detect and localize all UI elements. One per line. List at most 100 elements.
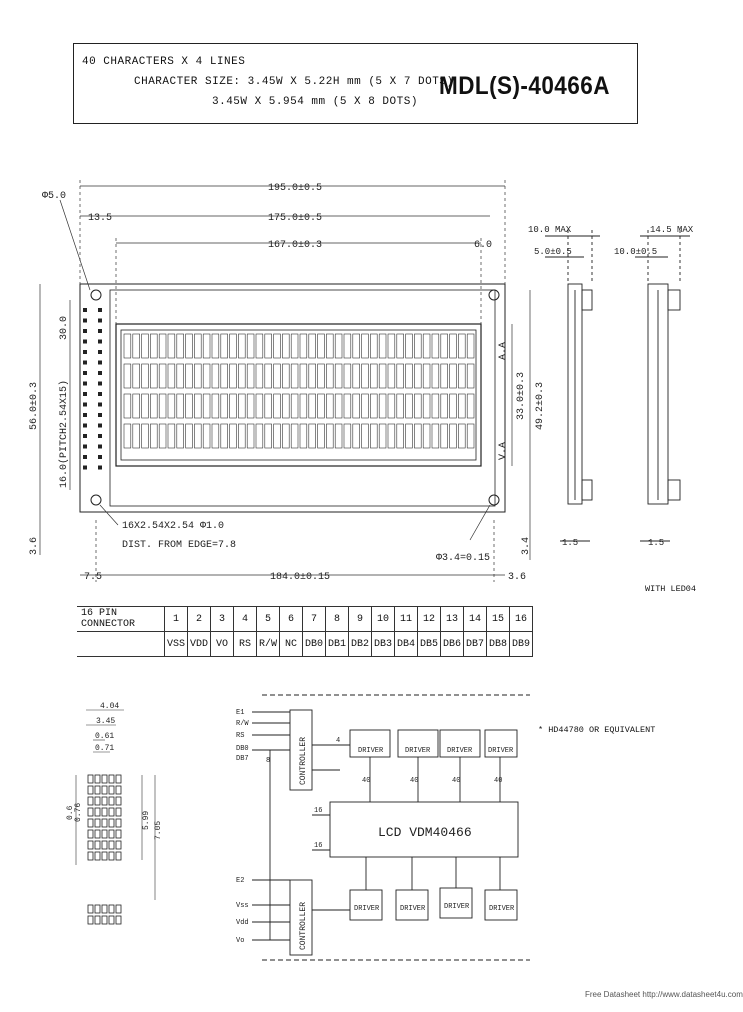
character-cell xyxy=(396,363,404,389)
bus-count-40: 40 xyxy=(494,777,502,785)
input-rw: R/W xyxy=(236,720,249,728)
pin-number: 10 xyxy=(371,606,395,632)
cursor-dot-cell xyxy=(108,915,115,925)
character-cell xyxy=(361,363,369,389)
note-edge: DIST. FROM EDGE=7.8 xyxy=(122,540,236,551)
character-cell xyxy=(264,423,272,449)
character-cell xyxy=(273,363,281,389)
dot-cell xyxy=(108,851,115,861)
spec-lines: 40 CHARACTERS X 4 LINES xyxy=(82,56,246,68)
input-db7: DB7 xyxy=(236,755,249,763)
bus-count-16b: 16 xyxy=(314,842,322,850)
pin-dot xyxy=(83,444,87,449)
character-cell xyxy=(361,423,369,449)
bus-width: 8 xyxy=(266,757,270,765)
dim-hole-pitch: 184.0±0.15 xyxy=(270,572,330,583)
dot-cell xyxy=(115,840,122,850)
character-cell xyxy=(150,333,158,359)
character-cell xyxy=(352,423,360,449)
character-cell xyxy=(396,423,404,449)
character-cell xyxy=(378,423,387,449)
source-credit: Free Datasheet http://www.datasheet4u.co… xyxy=(585,990,743,999)
pin-number: 7 xyxy=(302,606,326,632)
input-vdd: Vdd xyxy=(236,919,249,927)
pin-number: 16 xyxy=(509,606,533,632)
character-cell xyxy=(273,333,281,359)
pin-dot xyxy=(83,392,87,396)
controller-bottom xyxy=(289,879,313,956)
pin-name: DB9 xyxy=(509,631,533,657)
dim-overall-width: 195.0±0.5 xyxy=(268,183,322,194)
character-cell xyxy=(449,423,457,449)
character-cell xyxy=(317,333,325,359)
cursor-dot-cell xyxy=(94,904,101,914)
character-cell xyxy=(308,363,316,389)
character-cell xyxy=(167,363,176,389)
character-cell xyxy=(176,423,184,449)
character-cell xyxy=(273,423,281,449)
pin-dot xyxy=(83,455,87,459)
driver-box xyxy=(484,729,518,758)
character-cell xyxy=(422,393,431,419)
character-cell xyxy=(414,363,422,389)
character-cell xyxy=(299,333,308,359)
dot-cell xyxy=(101,807,108,817)
character-cell xyxy=(431,423,440,449)
character-cell xyxy=(405,363,413,389)
pin-dot xyxy=(98,318,102,323)
character-cell xyxy=(308,423,316,449)
character-cell xyxy=(387,333,396,359)
detail-d7: 5.99 xyxy=(142,811,151,830)
pin-name: DB5 xyxy=(417,631,441,657)
input-vo: Vo xyxy=(236,937,244,945)
dot-cell xyxy=(115,829,122,839)
mount-hole-br xyxy=(488,494,500,506)
dot-cell xyxy=(115,851,122,861)
bus-count-40: 40 xyxy=(410,777,418,785)
dim-34: 3.4 xyxy=(521,537,532,555)
character-cell xyxy=(246,333,255,359)
character-cell xyxy=(211,423,220,449)
side-view-1 xyxy=(545,230,600,542)
viewing-area xyxy=(115,323,482,467)
bus-count-40: 40 xyxy=(452,777,460,785)
pin-dot xyxy=(98,381,102,386)
detail-d4: 0.71 xyxy=(95,744,114,753)
dot-cell xyxy=(115,796,122,806)
dim-left-offset: 13.5 xyxy=(88,213,112,224)
pin-header xyxy=(83,308,102,470)
character-cell xyxy=(405,423,413,449)
character-cell xyxy=(132,393,140,419)
cursor-dot-cell xyxy=(115,915,122,925)
character-cell xyxy=(238,363,246,389)
pin-dot xyxy=(83,360,87,365)
character-cell xyxy=(458,363,466,389)
character-cell xyxy=(167,423,176,449)
mount-hole-bl xyxy=(90,494,102,506)
character-cell xyxy=(378,393,387,419)
character-cell xyxy=(326,393,334,419)
pin-name: DB1 xyxy=(325,631,349,657)
lcd-panel-label: LCD VDM40466 xyxy=(378,825,472,840)
character-cell xyxy=(334,393,343,419)
bus-count-40: 40 xyxy=(362,777,370,785)
note-pins: 16X2.54X2.54 Φ1.0 xyxy=(122,521,224,532)
dim-height: 56.0±0.3 xyxy=(29,382,40,430)
character-cell xyxy=(255,333,264,359)
character-cell xyxy=(370,363,378,389)
character-cell xyxy=(229,363,237,389)
character-cell xyxy=(466,333,475,359)
character-cell xyxy=(449,333,457,359)
input-vss: Vss xyxy=(236,902,249,910)
side-view-2 xyxy=(635,230,690,542)
model-number: MDL(S)-40466A xyxy=(439,72,610,100)
character-cell xyxy=(317,393,325,419)
character-cell xyxy=(396,393,404,419)
controller-label-bottom: CONTROLLER xyxy=(299,902,308,950)
input-rs: RS xyxy=(236,732,244,740)
dot-cell xyxy=(101,785,108,795)
character-cell xyxy=(405,333,413,359)
character-cell xyxy=(150,393,158,419)
character-cell xyxy=(440,423,448,449)
pin-dot xyxy=(83,318,87,323)
